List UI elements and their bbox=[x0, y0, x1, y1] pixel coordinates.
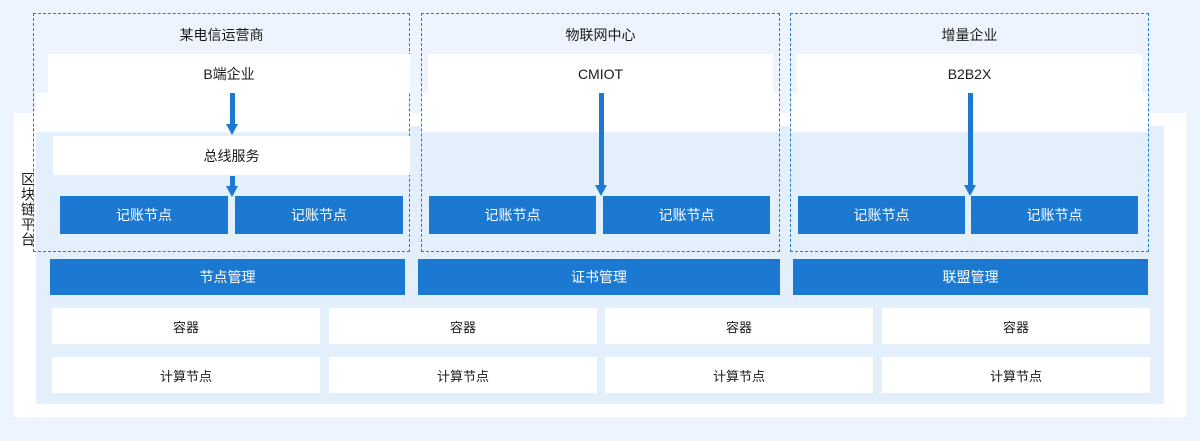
ledger-node-box: 记账节点 bbox=[235, 196, 403, 234]
bus-row-band-left bbox=[36, 93, 410, 132]
ledger-node-box: 记账节点 bbox=[603, 196, 770, 234]
container-box: 容器 bbox=[605, 308, 873, 344]
arrow-down-icon-b2b2x-to-ledger bbox=[964, 93, 976, 196]
org-column-iot-center bbox=[421, 13, 780, 252]
arrow-down-icon-cmiot-to-ledger bbox=[595, 93, 607, 196]
org-title-telecom-operator: 某电信运营商 bbox=[179, 27, 264, 43]
compute-node-box: 计算节点 bbox=[882, 357, 1150, 393]
compute-node-box: 计算节点 bbox=[605, 357, 873, 393]
org-column-telecom-operator bbox=[33, 13, 410, 252]
org-title-iot-center: 物联网中心 bbox=[565, 27, 636, 43]
container-box: 容器 bbox=[329, 308, 597, 344]
management-bar-node-management: 节点管理 bbox=[50, 259, 405, 295]
container-box: 容器 bbox=[52, 308, 320, 344]
ledger-node-box: 记账节点 bbox=[60, 196, 228, 234]
compute-node-box: 计算节点 bbox=[329, 357, 597, 393]
platform-label: 区块链平台 bbox=[20, 171, 36, 247]
ledger-node-box: 记账节点 bbox=[429, 196, 596, 234]
entity-box-b-end-enterprise: B端企业 bbox=[48, 54, 410, 93]
ledger-node-box: 记账节点 bbox=[798, 196, 965, 234]
management-bar-alliance-management: 联盟管理 bbox=[793, 259, 1148, 295]
entity-box-cmiot: CMIOT bbox=[428, 54, 773, 93]
management-bar-certificate-management: 证书管理 bbox=[418, 259, 780, 295]
bus-service-box: 总线服务 bbox=[53, 136, 410, 175]
arrow-down-icon-bus-to-ledger bbox=[226, 176, 238, 197]
entity-box-b2b2x: B2B2X bbox=[797, 54, 1142, 93]
arrow-down-icon-entity-to-bus bbox=[226, 93, 238, 135]
compute-node-box: 计算节点 bbox=[52, 357, 320, 393]
org-column-incremental-enterprise bbox=[790, 13, 1149, 252]
org-title-incremental-enterprise: 增量企业 bbox=[941, 27, 998, 43]
container-box: 容器 bbox=[882, 308, 1150, 344]
ledger-node-box: 记账节点 bbox=[971, 196, 1138, 234]
